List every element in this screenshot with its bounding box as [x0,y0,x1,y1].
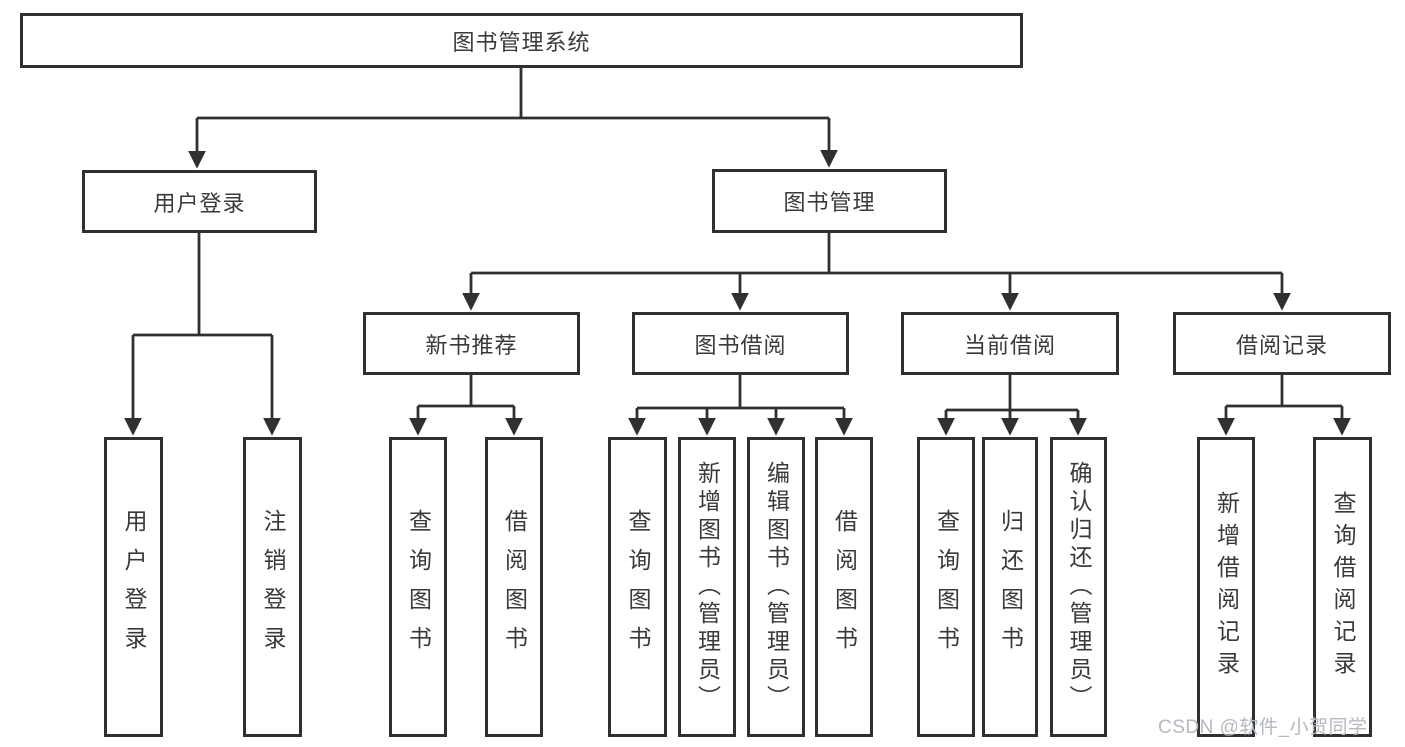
node-borrowing-records: 借阅记录 [1173,312,1391,375]
leaf-return-books: 归还图书 [982,437,1038,737]
leaf-query-books-current: 查询图书 [917,437,975,737]
node-label: 当前借阅 [963,332,1056,358]
node-label: 归还图书 [997,509,1024,665]
node-label: 用户登录 [153,190,246,216]
node-label: 借阅记录 [1235,332,1328,358]
leaf-borrow-books-borrowing: 借阅图书 [815,437,873,737]
node-library-management-system: 图书管理系统 [20,13,1023,68]
node-book-management: 图书管理 [712,169,947,233]
node-label: 查询图书 [405,509,432,665]
node-label: 新增借阅记录 [1213,491,1240,683]
node-label: 新书推荐 [425,332,518,358]
leaf-add-borrow-record: 新增借阅记录 [1197,437,1255,737]
leaf-query-borrow-record: 查询借阅记录 [1313,437,1372,737]
node-label: 查询图书 [933,509,960,665]
leaf-borrow-books-recommend: 借阅图书 [485,437,543,737]
node-label: 图书借阅 [694,332,787,358]
leaf-edit-book-admin: 编辑图书（管理员） [747,437,805,737]
leaf-logout: 注销登录 [243,437,302,737]
node-book-borrowing: 图书借阅 [632,312,849,375]
node-label: 借阅图书 [831,509,858,665]
leaf-query-books-recommend: 查询图书 [389,437,447,737]
node-label: 确认归还（管理员） [1066,461,1092,713]
node-label: 编辑图书（管理员） [763,461,790,713]
node-label: 用户登录 [121,509,147,665]
node-label: 注销登录 [260,509,286,665]
leaf-confirm-return-admin: 确认归还（管理员） [1050,437,1107,737]
leaf-add-book-admin: 新增图书（管理员） [678,437,736,737]
node-current-borrowing: 当前借阅 [901,312,1119,375]
node-label: 图书管理系统 [452,29,591,55]
node-user-login: 用户登录 [82,170,317,233]
node-label: 图书管理 [783,190,876,215]
node-label: 借阅图书 [501,509,528,665]
csdn-watermark: CSDN @软件_小贺同学 [1158,717,1368,738]
node-label: 查询借阅记录 [1330,491,1356,683]
leaf-user-login: 用户登录 [104,437,163,737]
node-new-book-recommendation: 新书推荐 [363,312,580,375]
node-label: 查询图书 [625,509,651,665]
node-label: 新增图书（管理员） [694,461,721,713]
leaf-query-books-borrowing: 查询图书 [608,437,667,737]
